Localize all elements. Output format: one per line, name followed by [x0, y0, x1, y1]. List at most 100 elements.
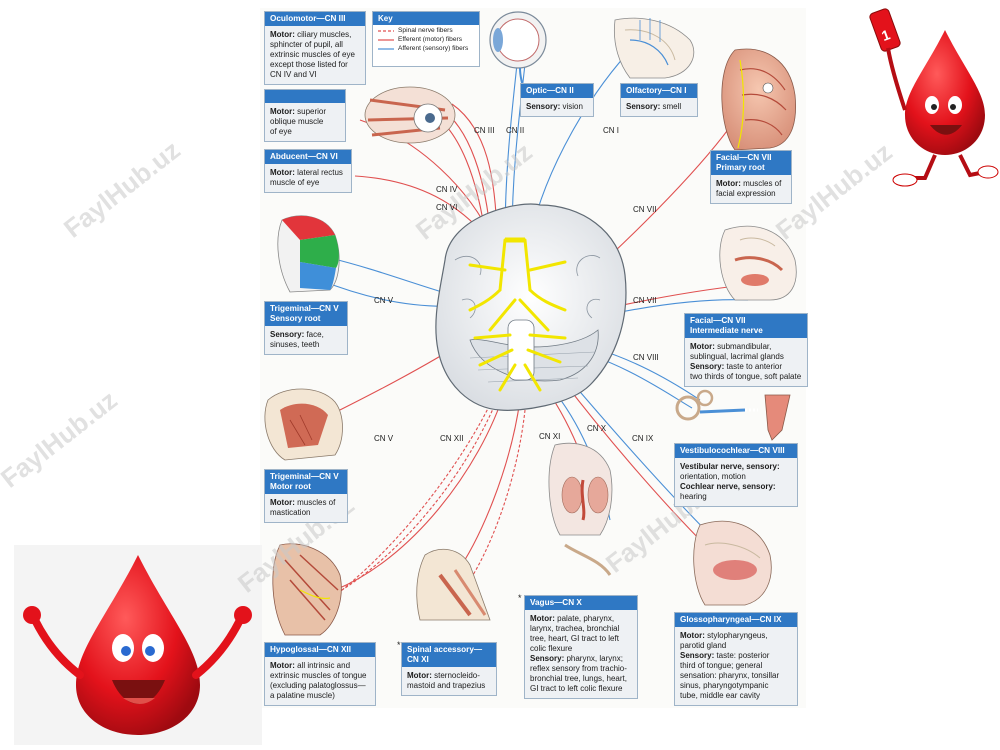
box-line-label: Motor: [530, 613, 555, 623]
box-line: orientation, motion [680, 472, 792, 482]
neck-muscles-illustration [272, 543, 342, 636]
box-line-label: Motor: [690, 341, 715, 351]
box-title-line: Optic—CN II [526, 86, 574, 95]
box-title-line: Abducent—CN VI [270, 152, 338, 161]
box-title-line: Spinal accessory— [407, 645, 483, 654]
cn-ii-label: CN II [506, 126, 525, 135]
brain-base-illustration [435, 203, 627, 411]
box-title: Oculomotor—CN III [265, 12, 365, 26]
box-title-line: CN XI [407, 654, 429, 664]
cn-iv-label: CN IV [436, 185, 458, 194]
box-line-text: (excluding palatoglossus— [270, 680, 366, 690]
box-line: Sensory: taste to anterior [690, 362, 802, 372]
box-line: Sensory: vision [526, 102, 588, 112]
box-line-text: bronchial tree, lungs, heart, [530, 673, 627, 683]
optic-box: Optic—CN II Sensory: vision [520, 83, 594, 117]
box-line-text: hearing [680, 491, 707, 501]
box-line-text: muscles of [740, 178, 782, 188]
box-line: mastoid and trapezius [407, 681, 491, 691]
box-line-text: tree, heart, GI tract to left [530, 633, 619, 643]
box-title-line: Trigeminal—CN V [270, 304, 339, 313]
box-body: Vestibular nerve, sensory:orientation, m… [675, 458, 797, 506]
box-line-label: Motor: [270, 107, 295, 116]
box-line-label: Cochlear nerve, sensory: [680, 481, 776, 491]
box-title-line: Sensory root [270, 313, 321, 323]
box-line-text: sublingual, lacrimal glands [690, 351, 784, 361]
box-line: Motor: muscles of [270, 498, 342, 508]
tongue-section-illustration [693, 520, 772, 606]
vagus-asterisk: * [518, 593, 522, 603]
box-line-label: Sensory: [690, 361, 725, 371]
box-line-text: third of tongue; general [680, 660, 763, 670]
box-line: sinus, pharyngotympanic [680, 681, 792, 691]
box-line-label: Motor: [270, 497, 295, 507]
box-line-text: parotid gland [680, 640, 727, 650]
box-line-text: GI tract to left colic flexure [530, 683, 623, 693]
box-line-text: muscles of [294, 497, 336, 507]
box-line-label: Sensory: [530, 653, 565, 663]
box-line: Sensory: pharynx, larynx; [530, 654, 632, 664]
mouth-section-illustration [719, 225, 797, 301]
cn-vii-primary-label: CN VII [633, 205, 657, 214]
box-title-line: Facial—CN VII [716, 153, 772, 162]
face-muscles-illustration [721, 48, 796, 151]
box-title: Optic—CN II [521, 84, 593, 98]
legend-item: Efferent (motor) fibers [373, 34, 479, 43]
box-line-text: sinus, pharyngotympanic [680, 680, 769, 690]
box-title: Vestibulocochlear—CN VIII [675, 444, 797, 458]
box-title: Vagus—CN X [525, 596, 637, 610]
box-body: Motor: palate, pharynx,larynx, trachea, … [525, 610, 637, 698]
box-line: except those listed for [270, 60, 360, 70]
box-line-text: tube, middle ear cavity [680, 690, 761, 700]
box-line: sensation: pharynx, tonsillar [680, 671, 792, 681]
box-title-line: Motor root [270, 481, 311, 491]
box-line-text: mastication [270, 507, 311, 517]
box-line: mastication [270, 508, 342, 518]
box-title-line: Oculomotor—CN III [270, 14, 346, 23]
box-line-text: palate, pharynx, [554, 613, 615, 623]
box-line: (excluding palatoglossus— [270, 681, 370, 691]
inner-ear-illustration [675, 389, 791, 441]
box-title-bar [265, 90, 345, 103]
box-line-label: Motor: [270, 29, 295, 39]
box-line: Sensory: face, [270, 330, 342, 340]
box-line-text: two thirds of tongue, soft palate [690, 371, 802, 381]
box-line-text: lateral rectus [294, 167, 343, 177]
mascot-drop-waving [14, 545, 262, 745]
box-line: Motor: lateral rectus [270, 168, 346, 178]
eye-muscles-illustration [364, 86, 456, 144]
box-body: Sensory: face,sinuses, teeth [265, 326, 347, 354]
accessory-asterisk: * [397, 640, 401, 650]
box-line: sinuses, teeth [270, 340, 342, 350]
cn-xi-label: CN XI [539, 432, 561, 441]
box-title: Abducent—CN VI [265, 150, 351, 164]
box-line: bronchial tree, lungs, heart, [530, 674, 632, 684]
box-line: Sensory: smell [626, 102, 692, 112]
box-line-text: extrinsic muscles of tongue [270, 670, 367, 680]
box-title: Hypoglossal—CN XII [265, 643, 375, 657]
box-line-text: vision [560, 101, 583, 111]
box-title-line: Glossopharyngeal—CN IX [680, 615, 782, 624]
box-line-text: sphincter of pupil, all [270, 39, 343, 49]
box-line: Sensory: taste: posterior [680, 651, 792, 661]
box-line-text: sinuses, teeth [270, 339, 320, 349]
cn-xii-label: CN XII [440, 434, 464, 443]
box-line: of eye [270, 127, 340, 137]
box-line: facial expression [716, 189, 786, 199]
nasal-cavity-illustration [613, 17, 695, 79]
box-line-text: extrinsic muscles of eye [270, 49, 355, 59]
box-line-text: CN IV and VI [270, 69, 317, 79]
skull-muscles-illustration [264, 388, 343, 461]
cn-iii-label: CN III [474, 126, 495, 135]
box-line: Motor: submandibular, [690, 342, 802, 352]
box-line-text: submandibular, [714, 341, 772, 351]
box-line-text: ciliary muscles, [294, 29, 352, 39]
